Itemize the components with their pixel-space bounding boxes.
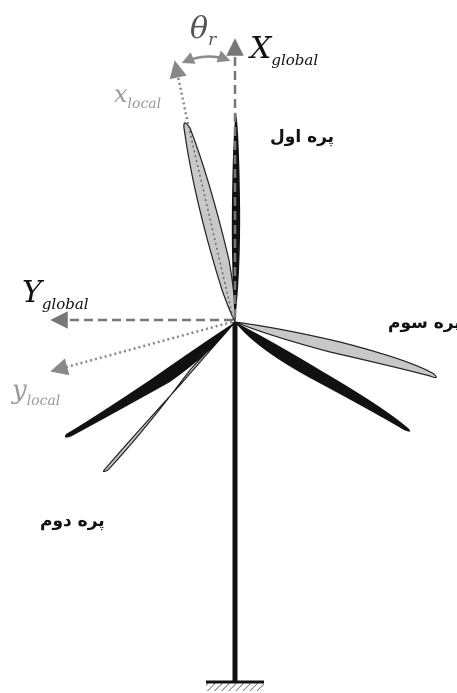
rotation-arc bbox=[181, 50, 231, 64]
theta-r-label: θr bbox=[190, 11, 217, 50]
ground-hatch bbox=[206, 683, 264, 691]
x-local-axis bbox=[169, 60, 190, 125]
x-local-label: xlocal bbox=[114, 80, 161, 112]
blade-1-label: پره اول bbox=[270, 127, 334, 147]
y-local-label: ylocal bbox=[11, 375, 60, 409]
blade-3-rotated bbox=[234, 321, 437, 379]
blade-3-label: پره سوم bbox=[388, 313, 457, 333]
x-global-label: Xglobal bbox=[248, 31, 318, 69]
blade-2-rotated bbox=[102, 321, 236, 473]
y-local-axis bbox=[50, 320, 233, 376]
blade-2 bbox=[64, 322, 235, 438]
blade-2-label: پره دوم bbox=[40, 511, 105, 531]
y-global-label: Yglobal bbox=[22, 275, 89, 313]
blade-1-rotated-centerline bbox=[187, 123, 234, 319]
blade-3 bbox=[235, 322, 411, 432]
